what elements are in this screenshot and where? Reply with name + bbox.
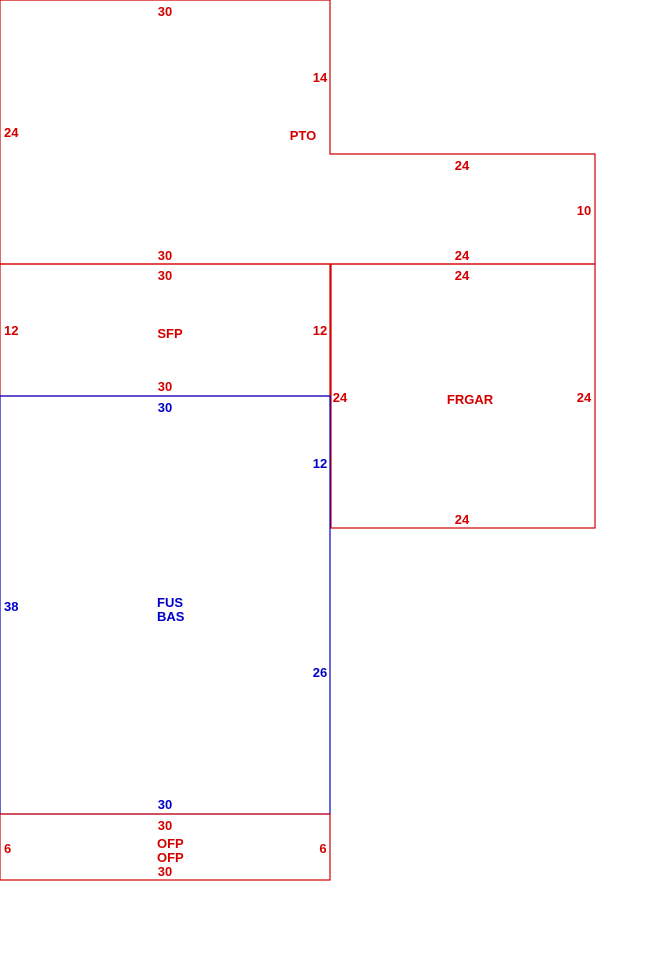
frgar-area: 24 24 FRGAR 24 24	[330, 263, 596, 529]
pto-left-dimension: 24	[4, 125, 19, 140]
ofp-label-line1: OFP	[157, 836, 184, 851]
pto-area-label: PTO	[290, 128, 317, 143]
fus-bas-bottom-dimension: 30	[158, 797, 172, 812]
ofp-left-dimension: 6	[4, 841, 11, 856]
sfp-left-dimension: 12	[4, 323, 18, 338]
pto-right-upper-dimension: 14	[313, 70, 328, 85]
pto-bottom-dimension: 30	[158, 248, 172, 263]
frgar-bottom-dimension: 24	[455, 512, 470, 527]
frgar-right-dimension: 24	[577, 390, 592, 405]
sfp-area-label: SFP	[157, 326, 183, 341]
fus-bas-label-line1: FUS	[157, 595, 183, 610]
pto-area: 30 14 24 PTO 24 10 30 24	[0, 0, 596, 265]
fus-bas-area: 30 12 38 FUS BAS 26 30	[0, 395, 331, 815]
frgar-area-label: FRGAR	[447, 392, 494, 407]
frgar-outline	[330, 263, 596, 529]
fus-bas-right-lower-dimension: 26	[313, 665, 327, 680]
pto-step-bottom-dimension: 24	[455, 248, 470, 263]
sfp-area: 30 12 SFP 12 30	[0, 263, 331, 397]
sfp-top-dimension: 30	[158, 268, 172, 283]
frgar-left-dimension: 24	[333, 390, 348, 405]
sfp-right-dimension: 12	[313, 323, 327, 338]
ofp-label-line2: OFP	[157, 850, 184, 865]
ofp-area: 30 6 OFP OFP 6 30	[0, 813, 331, 881]
sfp-bottom-dimension: 30	[158, 379, 172, 394]
pto-top-dimension: 30	[158, 4, 172, 19]
ofp-top-dimension: 30	[158, 818, 172, 833]
ofp-outline	[0, 813, 331, 881]
fus-bas-left-dimension: 38	[4, 599, 18, 614]
fus-bas-right-upper-dimension: 12	[313, 456, 327, 471]
ofp-bottom-dimension: 30	[158, 864, 172, 879]
fus-bas-label-line2: BAS	[157, 609, 185, 624]
pto-right-lower-dimension: 10	[577, 203, 591, 218]
ofp-right-dimension: 6	[319, 841, 326, 856]
fus-bas-top-dimension: 30	[158, 400, 172, 415]
frgar-top-dimension: 24	[455, 268, 470, 283]
pto-step-top-dimension: 24	[455, 158, 470, 173]
